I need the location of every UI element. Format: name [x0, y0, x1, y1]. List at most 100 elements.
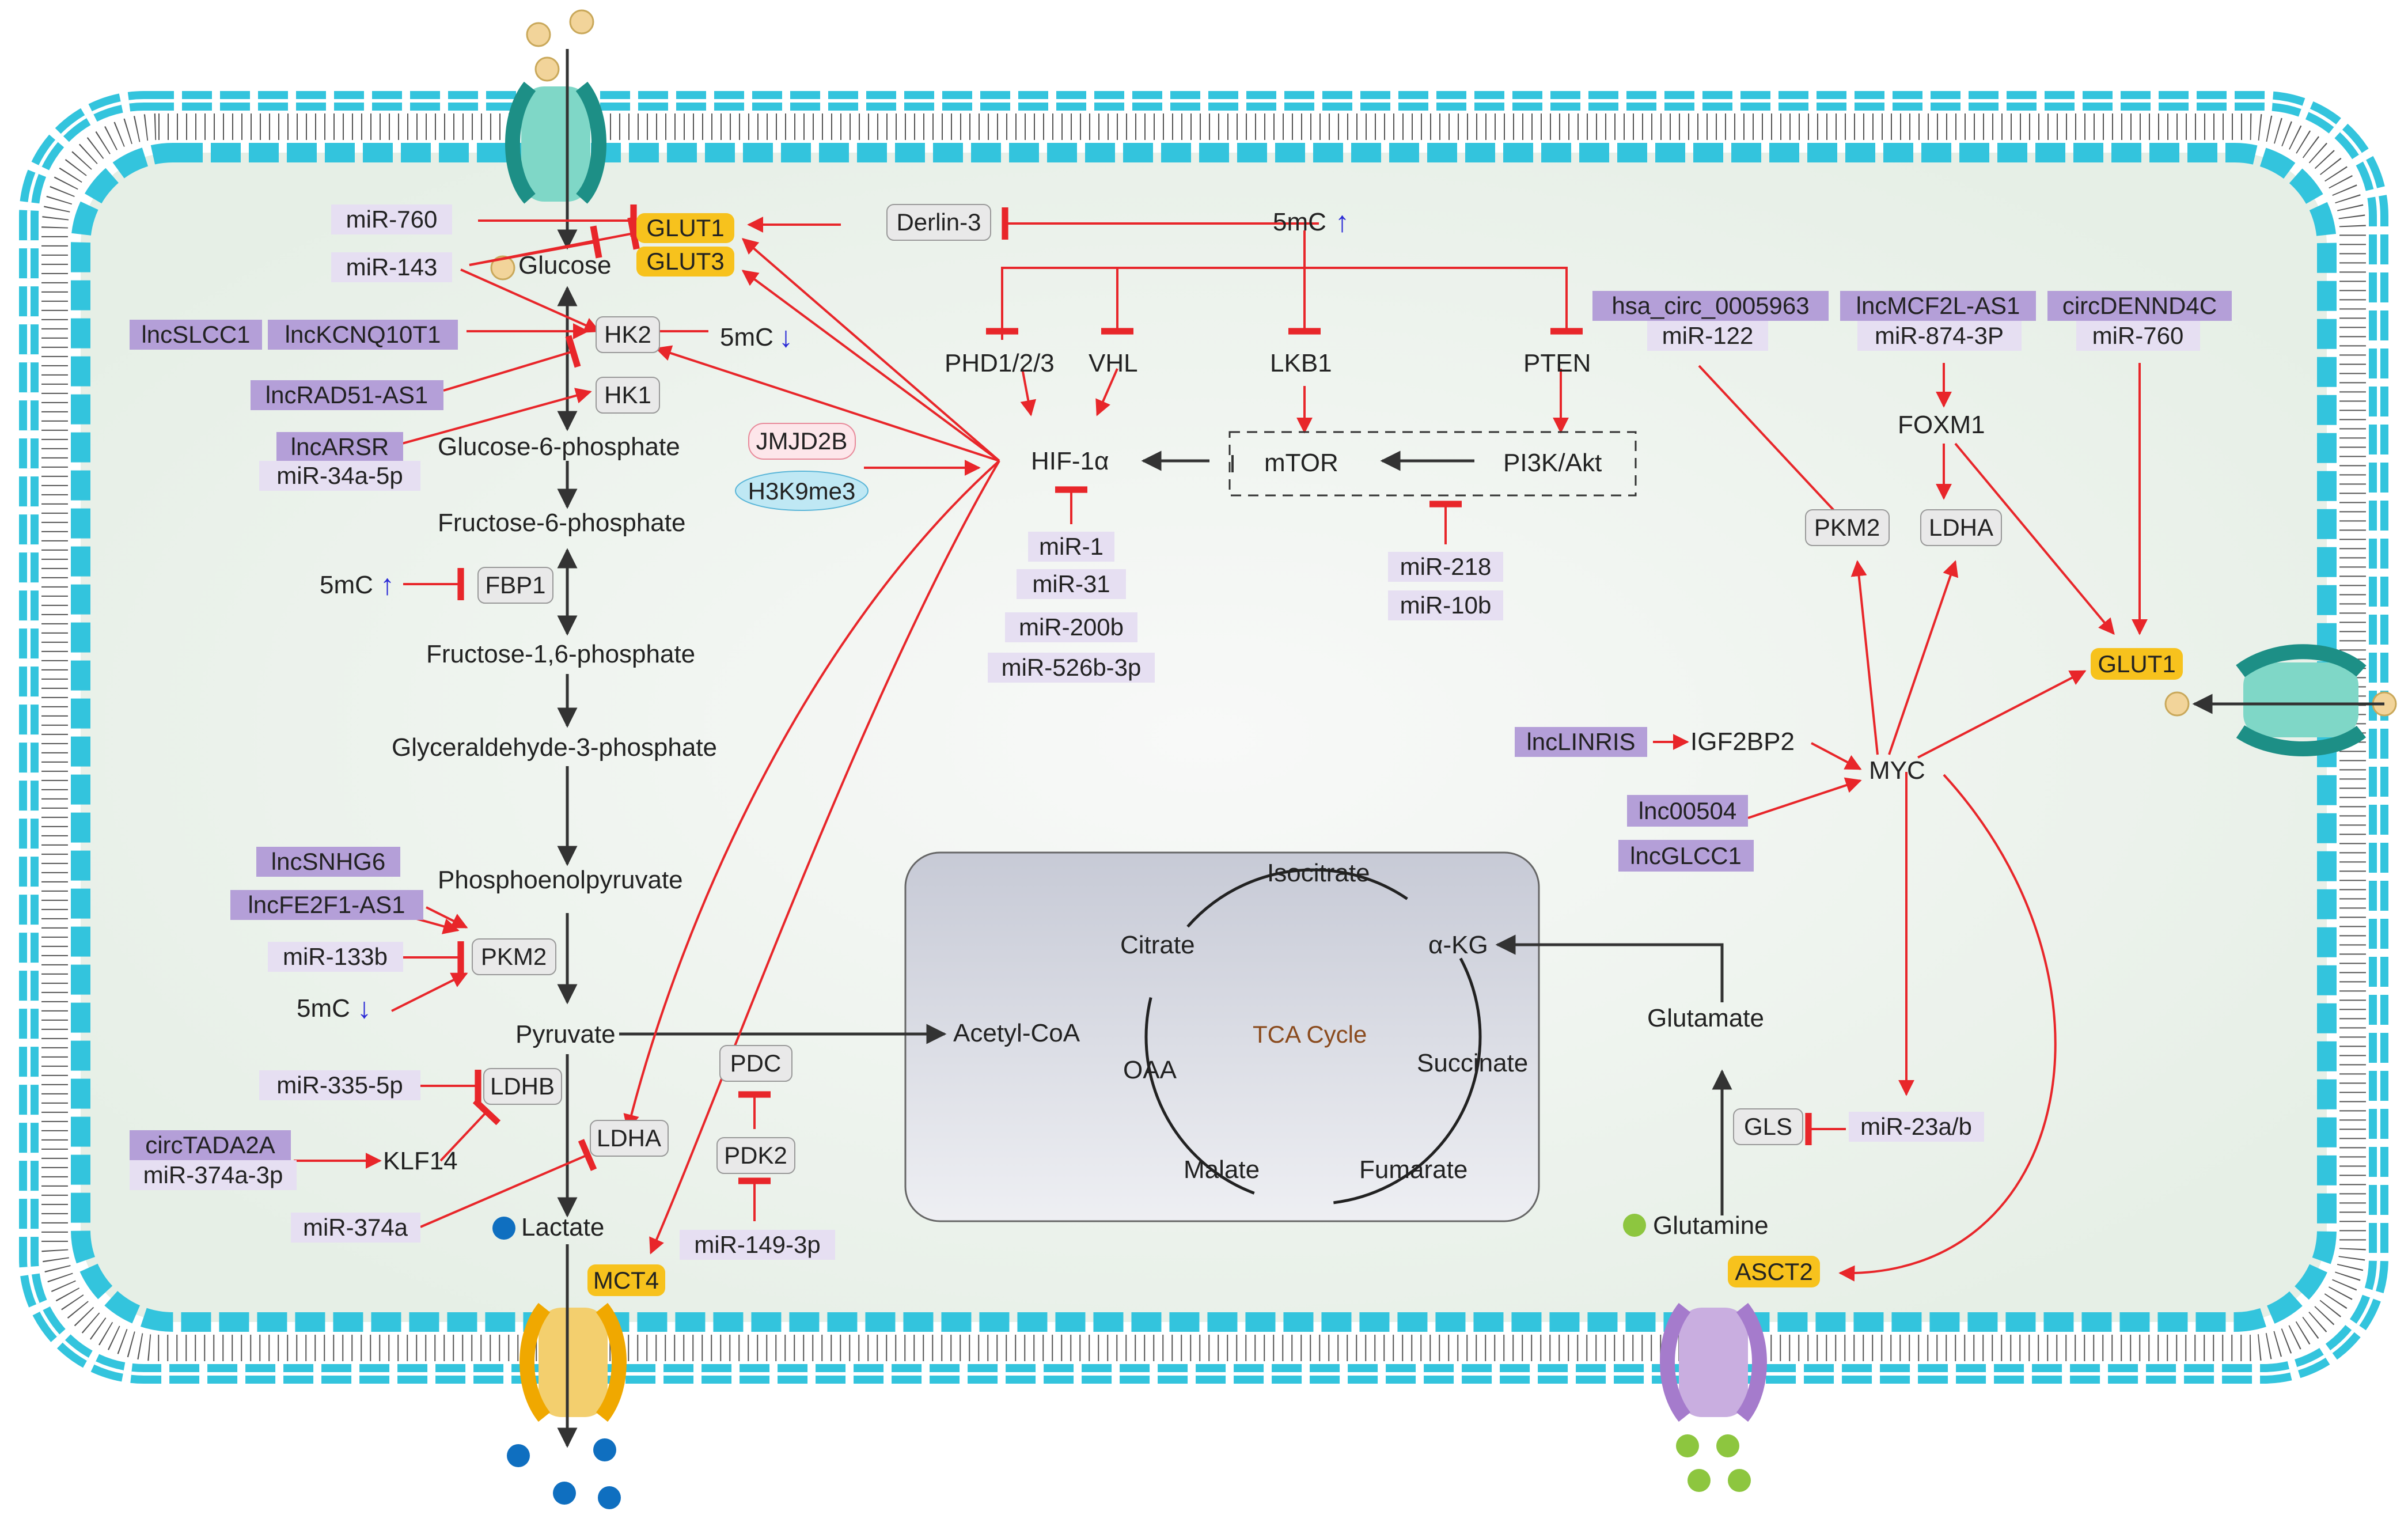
mtor-label: mTOR: [1264, 449, 1338, 477]
inhibition-lines: [403, 204, 1846, 1228]
mir760b-label: miR-760: [2076, 321, 2200, 351]
akg-label: α-KG: [1428, 931, 1488, 959]
lkb1-label: LKB1: [1270, 349, 1332, 377]
svg-text:H3K9me3: H3K9me3: [748, 478, 856, 505]
mir874-label: miR-874-3P: [1857, 321, 2022, 351]
pkm2-right-box: PKM2: [1805, 509, 1890, 546]
asct2-channel: [1660, 1302, 1767, 1422]
pdk2-box: PDK2: [716, 1137, 795, 1174]
lactate-label: Lactate: [521, 1213, 604, 1241]
svg-text:miR-874-3P: miR-874-3P: [1875, 322, 2004, 349]
glucose-label: Glucose: [518, 251, 611, 279]
lnc00504-label: lnc00504: [1627, 795, 1748, 827]
hk2-box: HK2: [596, 316, 660, 353]
lncrad51-label: lncRAD51-AS1: [251, 380, 443, 410]
svg-text:lncSNHG6: lncSNHG6: [271, 848, 385, 875]
lactate-dots: [492, 1217, 621, 1509]
lncglcc1-label: lncGLCC1: [1618, 840, 1754, 872]
svg-text:GLUT1: GLUT1: [2098, 650, 2175, 677]
svg-text:lncFE2F1-AS1: lncFE2F1-AS1: [248, 891, 405, 918]
svg-text:HK2: HK2: [604, 321, 651, 348]
svg-text:LDHA: LDHA: [597, 1124, 661, 1152]
oaa-label: OAA: [1123, 1056, 1177, 1084]
mir374a3p-label: miR-374a-3p: [130, 1160, 297, 1190]
svg-text:miR-133b: miR-133b: [283, 943, 388, 970]
5mc-hk2-label: 5mC: [720, 323, 773, 351]
svg-text:miR-760: miR-760: [2092, 322, 2184, 349]
mct4-label: MCT4: [587, 1264, 665, 1296]
svg-text:miR-122: miR-122: [1662, 322, 1754, 349]
lncsnhg6-label: lncSNHG6: [256, 847, 400, 877]
signaling-nodes: PHD1/2/3 VHL LKB1 PTEN HIF-1α mTOR PI3K/…: [945, 349, 1985, 785]
ldha-right-box: LDHA: [1920, 509, 2002, 546]
svg-text:LDHB: LDHB: [490, 1073, 555, 1100]
glut1-right-label: GLUT1: [2091, 648, 2183, 680]
asct2-label: ASCT2: [1728, 1256, 1820, 1287]
svg-text:GLUT1: GLUT1: [646, 214, 724, 241]
succinate-label: Succinate: [1417, 1049, 1528, 1077]
derlin3-box: Derlin-3: [886, 204, 991, 241]
lncfe2f1-label: lncFE2F1-AS1: [230, 890, 423, 920]
glutamine-label: Glutamine: [1653, 1211, 1769, 1240]
transporter-labels: GLUT1 GLUT3 MCT4 ASCT2 GLUT1: [587, 213, 2183, 1296]
mir143-label: miR-143: [331, 252, 452, 282]
svg-text:JMJD2B: JMJD2B: [756, 427, 848, 454]
svg-text:lncLINRIS: lncLINRIS: [1526, 728, 1635, 755]
svg-text:miR-374a-3p: miR-374a-3p: [143, 1161, 283, 1188]
h3k9me3-label: H3K9me3: [735, 471, 869, 511]
gls-box: GLS: [1733, 1108, 1803, 1145]
g6p-label: Glucose-6-phosphate: [438, 433, 680, 461]
svg-text:hsa_circ_0005963: hsa_circ_0005963: [1611, 292, 1809, 319]
svg-text:miR-143: miR-143: [346, 253, 438, 281]
svg-text:lnc00504: lnc00504: [1639, 797, 1736, 824]
myc-label: MYC: [1869, 756, 1925, 785]
lncslcc1-label: lncSLCC1: [130, 320, 262, 350]
igf2bp2-label: IGF2BP2: [1690, 728, 1795, 756]
mir149-label: miR-149-3p: [680, 1230, 835, 1260]
mir526b-label: miR-526b-3p: [988, 653, 1155, 683]
svg-text:ASCT2: ASCT2: [1735, 1258, 1812, 1285]
mir34a-label: miR-34a-5p: [259, 461, 420, 491]
mir23ab-label: miR-23a/b: [1849, 1112, 1984, 1142]
foxm1-label: FOXM1: [1898, 411, 1985, 439]
svg-text:miR-218: miR-218: [1400, 553, 1492, 580]
glutamine-dots: [1623, 1214, 1751, 1492]
glut-channel-right: [2236, 644, 2367, 756]
enzyme-boxes: HK2 HK1 FBP1 PKM2 LDHB LDHA PDC PDK2 Der…: [472, 204, 2002, 1174]
svg-text:lncARSR: lncARSR: [291, 433, 389, 460]
svg-text:HK1: HK1: [604, 381, 651, 408]
svg-text:miR-34a-5p: miR-34a-5p: [276, 462, 403, 489]
5mc-pkm2-label: 5mC: [297, 994, 350, 1022]
svg-text:miR-1: miR-1: [1039, 533, 1103, 560]
svg-text:PDK2: PDK2: [724, 1142, 787, 1169]
svg-text:PKM2: PKM2: [1814, 514, 1880, 541]
svg-text:GLS: GLS: [1744, 1113, 1792, 1140]
citrate-label: Citrate: [1120, 931, 1195, 959]
svg-text:miR-374a: miR-374a: [303, 1214, 408, 1241]
pyruvate-label: Pyruvate: [515, 1020, 616, 1048]
tca-cycle-circle: [1144, 868, 1482, 1206]
svg-text:MCT4: MCT4: [593, 1267, 659, 1294]
mir1-label: miR-1: [1028, 532, 1114, 562]
svg-text:FBP1: FBP1: [485, 571, 545, 599]
mir218-label: miR-218: [1388, 552, 1503, 582]
methylation-marks: 5mC ↑ 5mC ↓ 5mC ↑ 5mC ↓: [297, 206, 1349, 1024]
lnckcnq-label: lncKCNQ10T1: [268, 320, 458, 350]
tca-labels: TCA Cycle Isocitrate Citrate α-KG Succin…: [953, 859, 1528, 1184]
svg-text:Derlin-3: Derlin-3: [896, 209, 981, 236]
lncarsr-label: lncARSR: [276, 432, 403, 462]
svg-text:miR-200b: miR-200b: [1019, 613, 1124, 641]
pdc-box: PDC: [719, 1045, 792, 1082]
glut-channel-top: [505, 81, 606, 204]
ldha-box: LDHA: [590, 1120, 669, 1157]
svg-text:miR-31: miR-31: [1032, 570, 1110, 597]
mct4-channel: [519, 1302, 627, 1422]
5mc-top-label: 5mC: [1273, 208, 1326, 236]
mir335-label: miR-335-5p: [259, 1070, 420, 1100]
svg-text:circDENND4C: circDENND4C: [2062, 292, 2217, 319]
svg-text:circTADA2A: circTADA2A: [145, 1131, 275, 1158]
lnclinris-label: lncLINRIS: [1515, 727, 1647, 757]
pep-label: Phosphoenolpyruvate: [438, 866, 683, 894]
malate-label: Malate: [1184, 1156, 1260, 1184]
